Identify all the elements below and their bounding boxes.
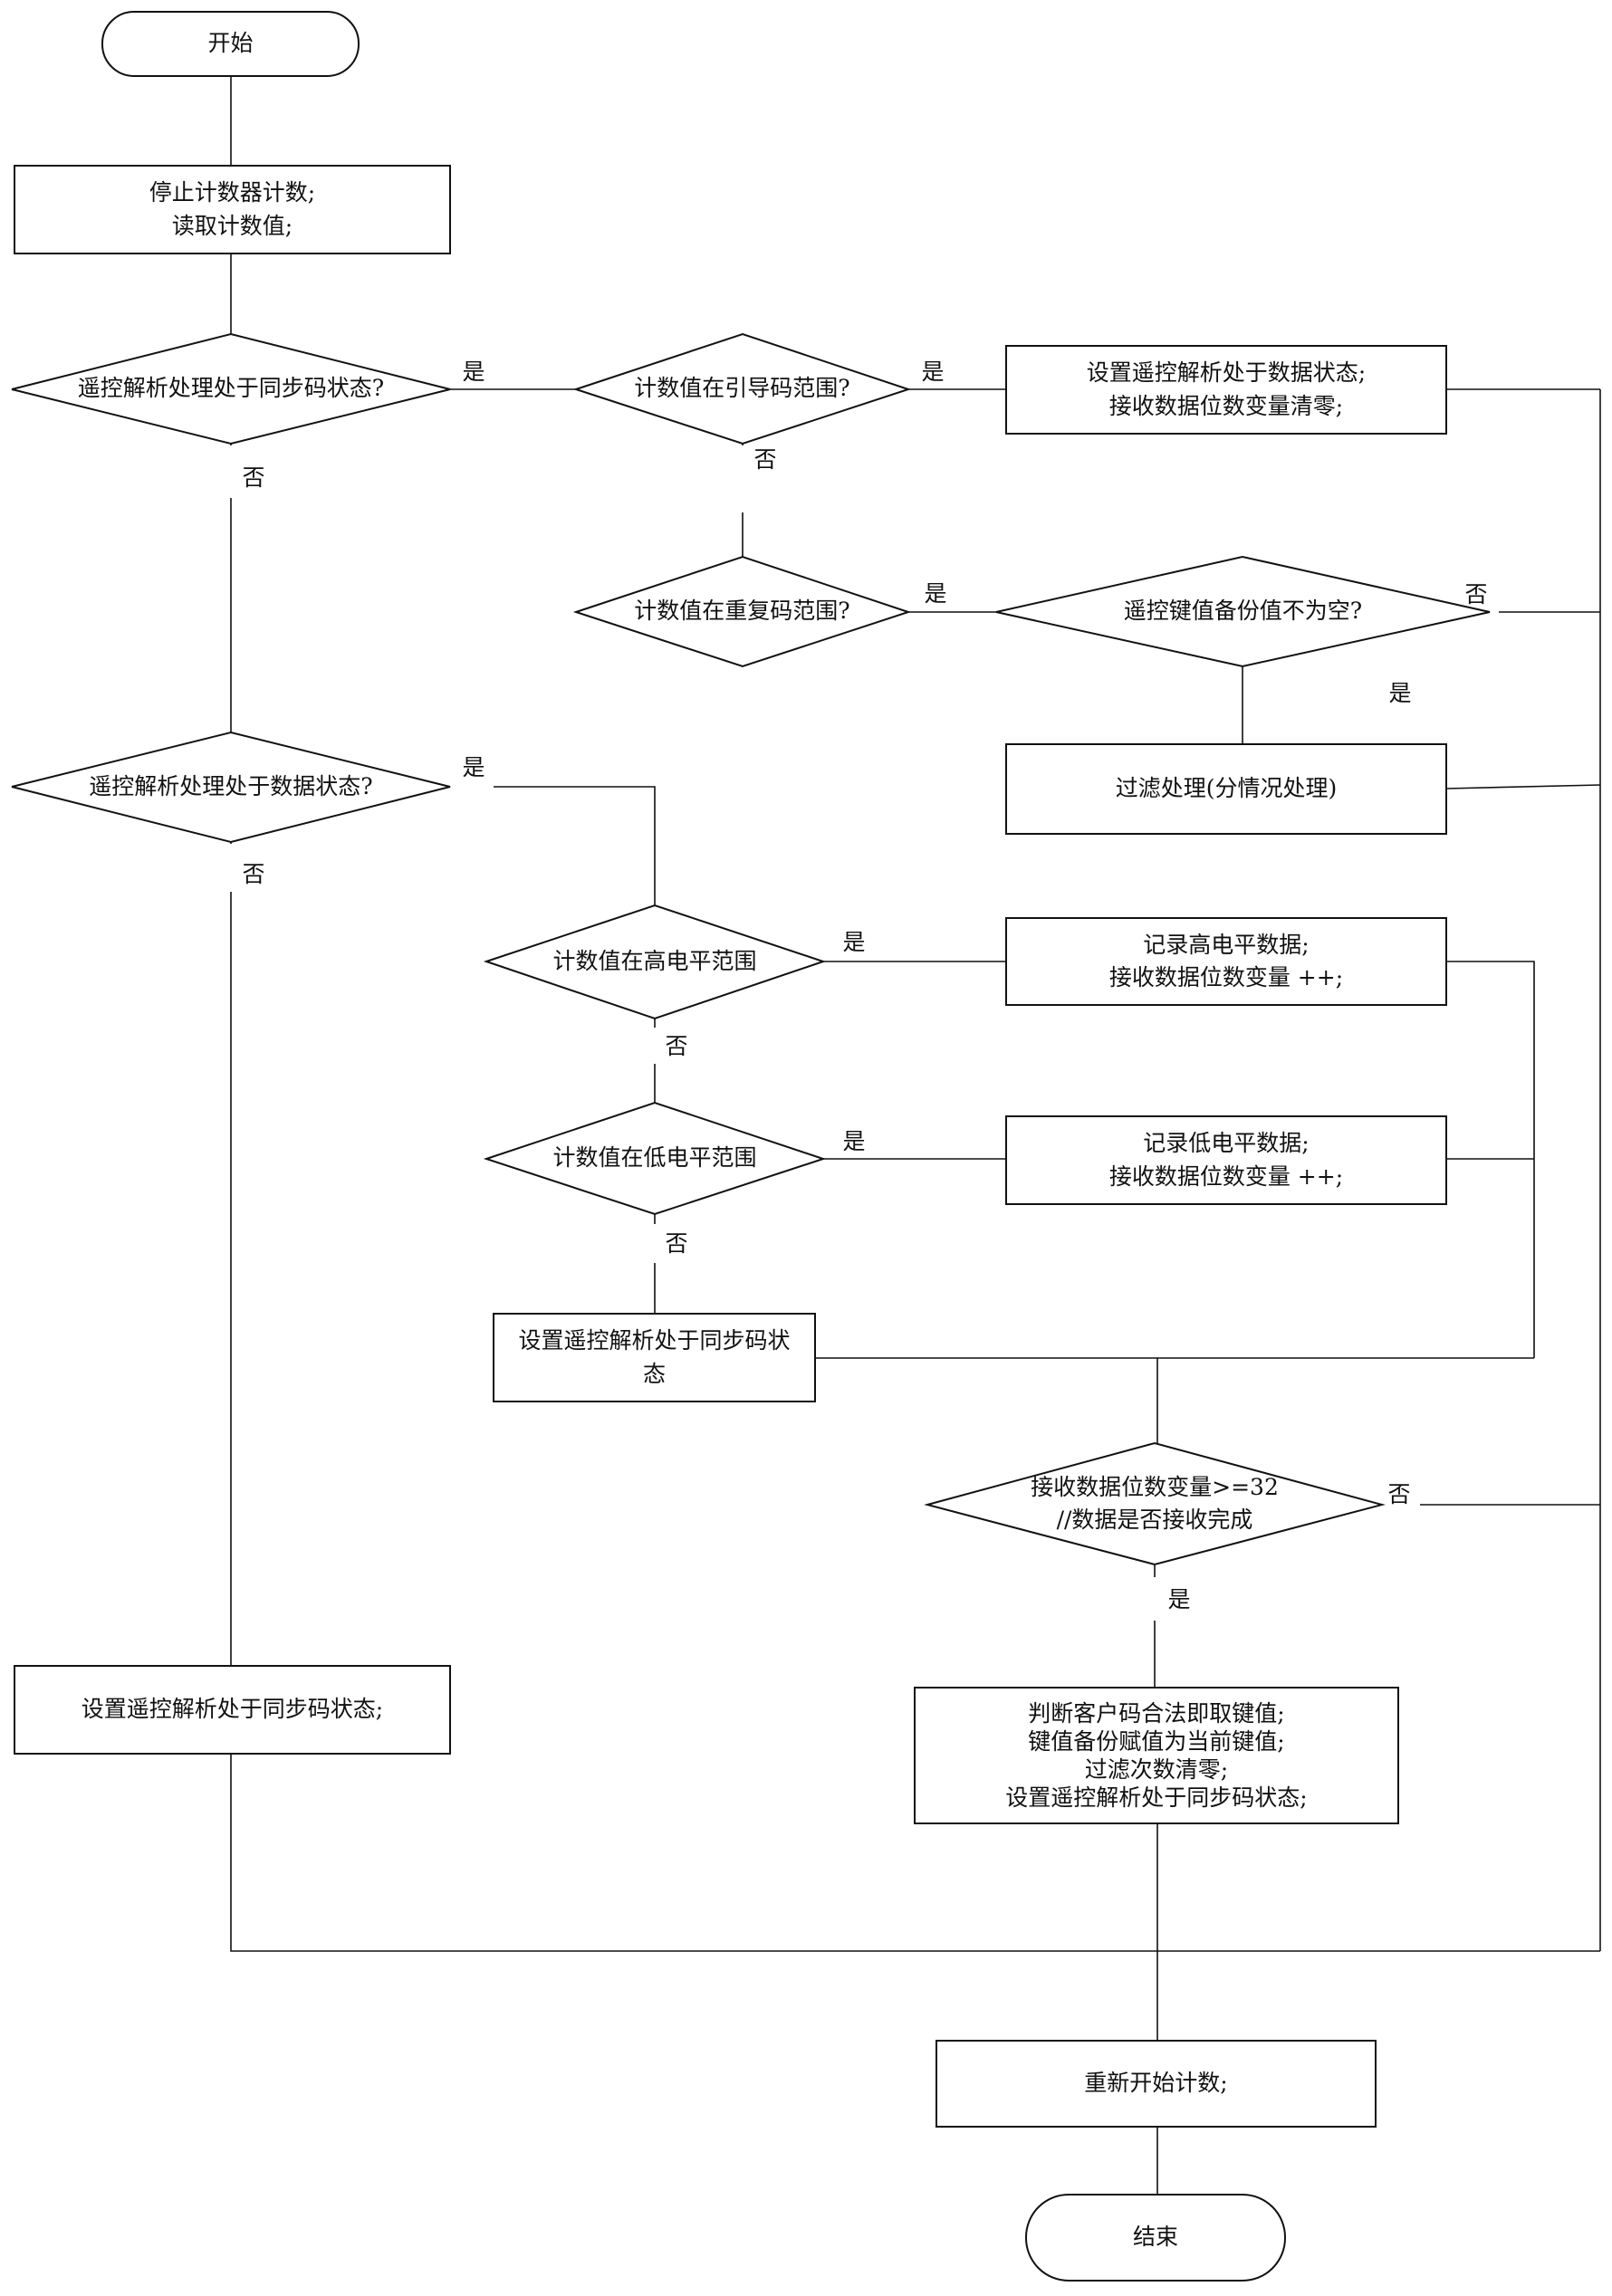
no-label: 否: [1387, 1481, 1411, 1507]
data-state-decision: [11, 731, 451, 844]
start-label: 开始: [207, 30, 254, 57]
no-label: 否: [242, 464, 265, 491]
connector: [230, 1754, 1600, 1952]
bits-ge-32-question: 接收数据位数变量>=32 //数据是否接收完成: [1031, 1473, 1279, 1533]
connector: [1445, 784, 1601, 789]
end-terminal: [1025, 2194, 1286, 2282]
record-low-box: [1005, 1115, 1447, 1205]
yes-label: 是: [462, 754, 485, 780]
yes-label: 是: [1388, 680, 1412, 706]
lead-range-question: 计数值在引导码范围?: [634, 375, 850, 402]
yes-label: 是: [1167, 1586, 1191, 1612]
sync-state-question: 遥控解析处理处于同步码状态?: [77, 375, 385, 402]
no-label: 否: [665, 1033, 688, 1059]
filter-text: 过滤处理(分情况处理): [1115, 775, 1338, 802]
yes-label: 是: [462, 359, 485, 385]
data-state-question: 遥控解析处理处于数据状态?: [89, 773, 373, 800]
connector: [494, 786, 656, 905]
record-low-text: 记录低电平数据; 接收数据位数变量 ++;: [1108, 1130, 1344, 1190]
high-range-question: 计数值在高电平范围: [552, 948, 757, 975]
finish-key-box: [914, 1687, 1399, 1824]
restart-box: [936, 2040, 1377, 2128]
set-sync-state-b-box: [14, 1665, 451, 1755]
set-sync-state-a-text: 设置遥控解析处于同步码状 态: [518, 1327, 791, 1387]
bits-ge-32-decision: [924, 1441, 1386, 1566]
backup-not-empty-decision: [995, 555, 1491, 668]
no-label: 否: [242, 861, 265, 887]
stop-read-box: [14, 165, 451, 254]
yes-label: 是: [842, 1128, 866, 1154]
no-label: 否: [1464, 581, 1488, 607]
finish-key-text: 判断客户码合法即取键值; 键值备份赋值为当前键值; 过滤次数清零; 设置遥控解析…: [1005, 1699, 1308, 1812]
record-high-text: 记录高电平数据; 接收数据位数变量 ++;: [1108, 931, 1344, 990]
yes-label: 是: [842, 929, 866, 955]
end-label: 结束: [1132, 2224, 1178, 2251]
set-data-state-text: 设置遥控解析处于数据状态; 接收数据位数变量清零;: [1086, 359, 1367, 419]
repeat-range-question: 计数值在重复码范围?: [634, 598, 850, 625]
no-label: 否: [665, 1230, 688, 1257]
restart-text: 重新开始计数;: [1084, 2070, 1228, 2097]
set-sync-state-b-text: 设置遥控解析处于同步码状态;: [81, 1696, 384, 1723]
yes-label: 是: [921, 359, 945, 385]
backup-not-empty-question: 遥控键值备份值不为空?: [1123, 598, 1363, 625]
filter-box: [1005, 743, 1447, 835]
stop-read-text: 停止计数器计数; 读取计数值;: [149, 179, 316, 239]
yes-label: 是: [924, 580, 947, 607]
no-label: 否: [753, 446, 777, 473]
connector: [1446, 961, 1535, 1358]
low-range-question: 计数值在低电平范围: [552, 1144, 757, 1172]
